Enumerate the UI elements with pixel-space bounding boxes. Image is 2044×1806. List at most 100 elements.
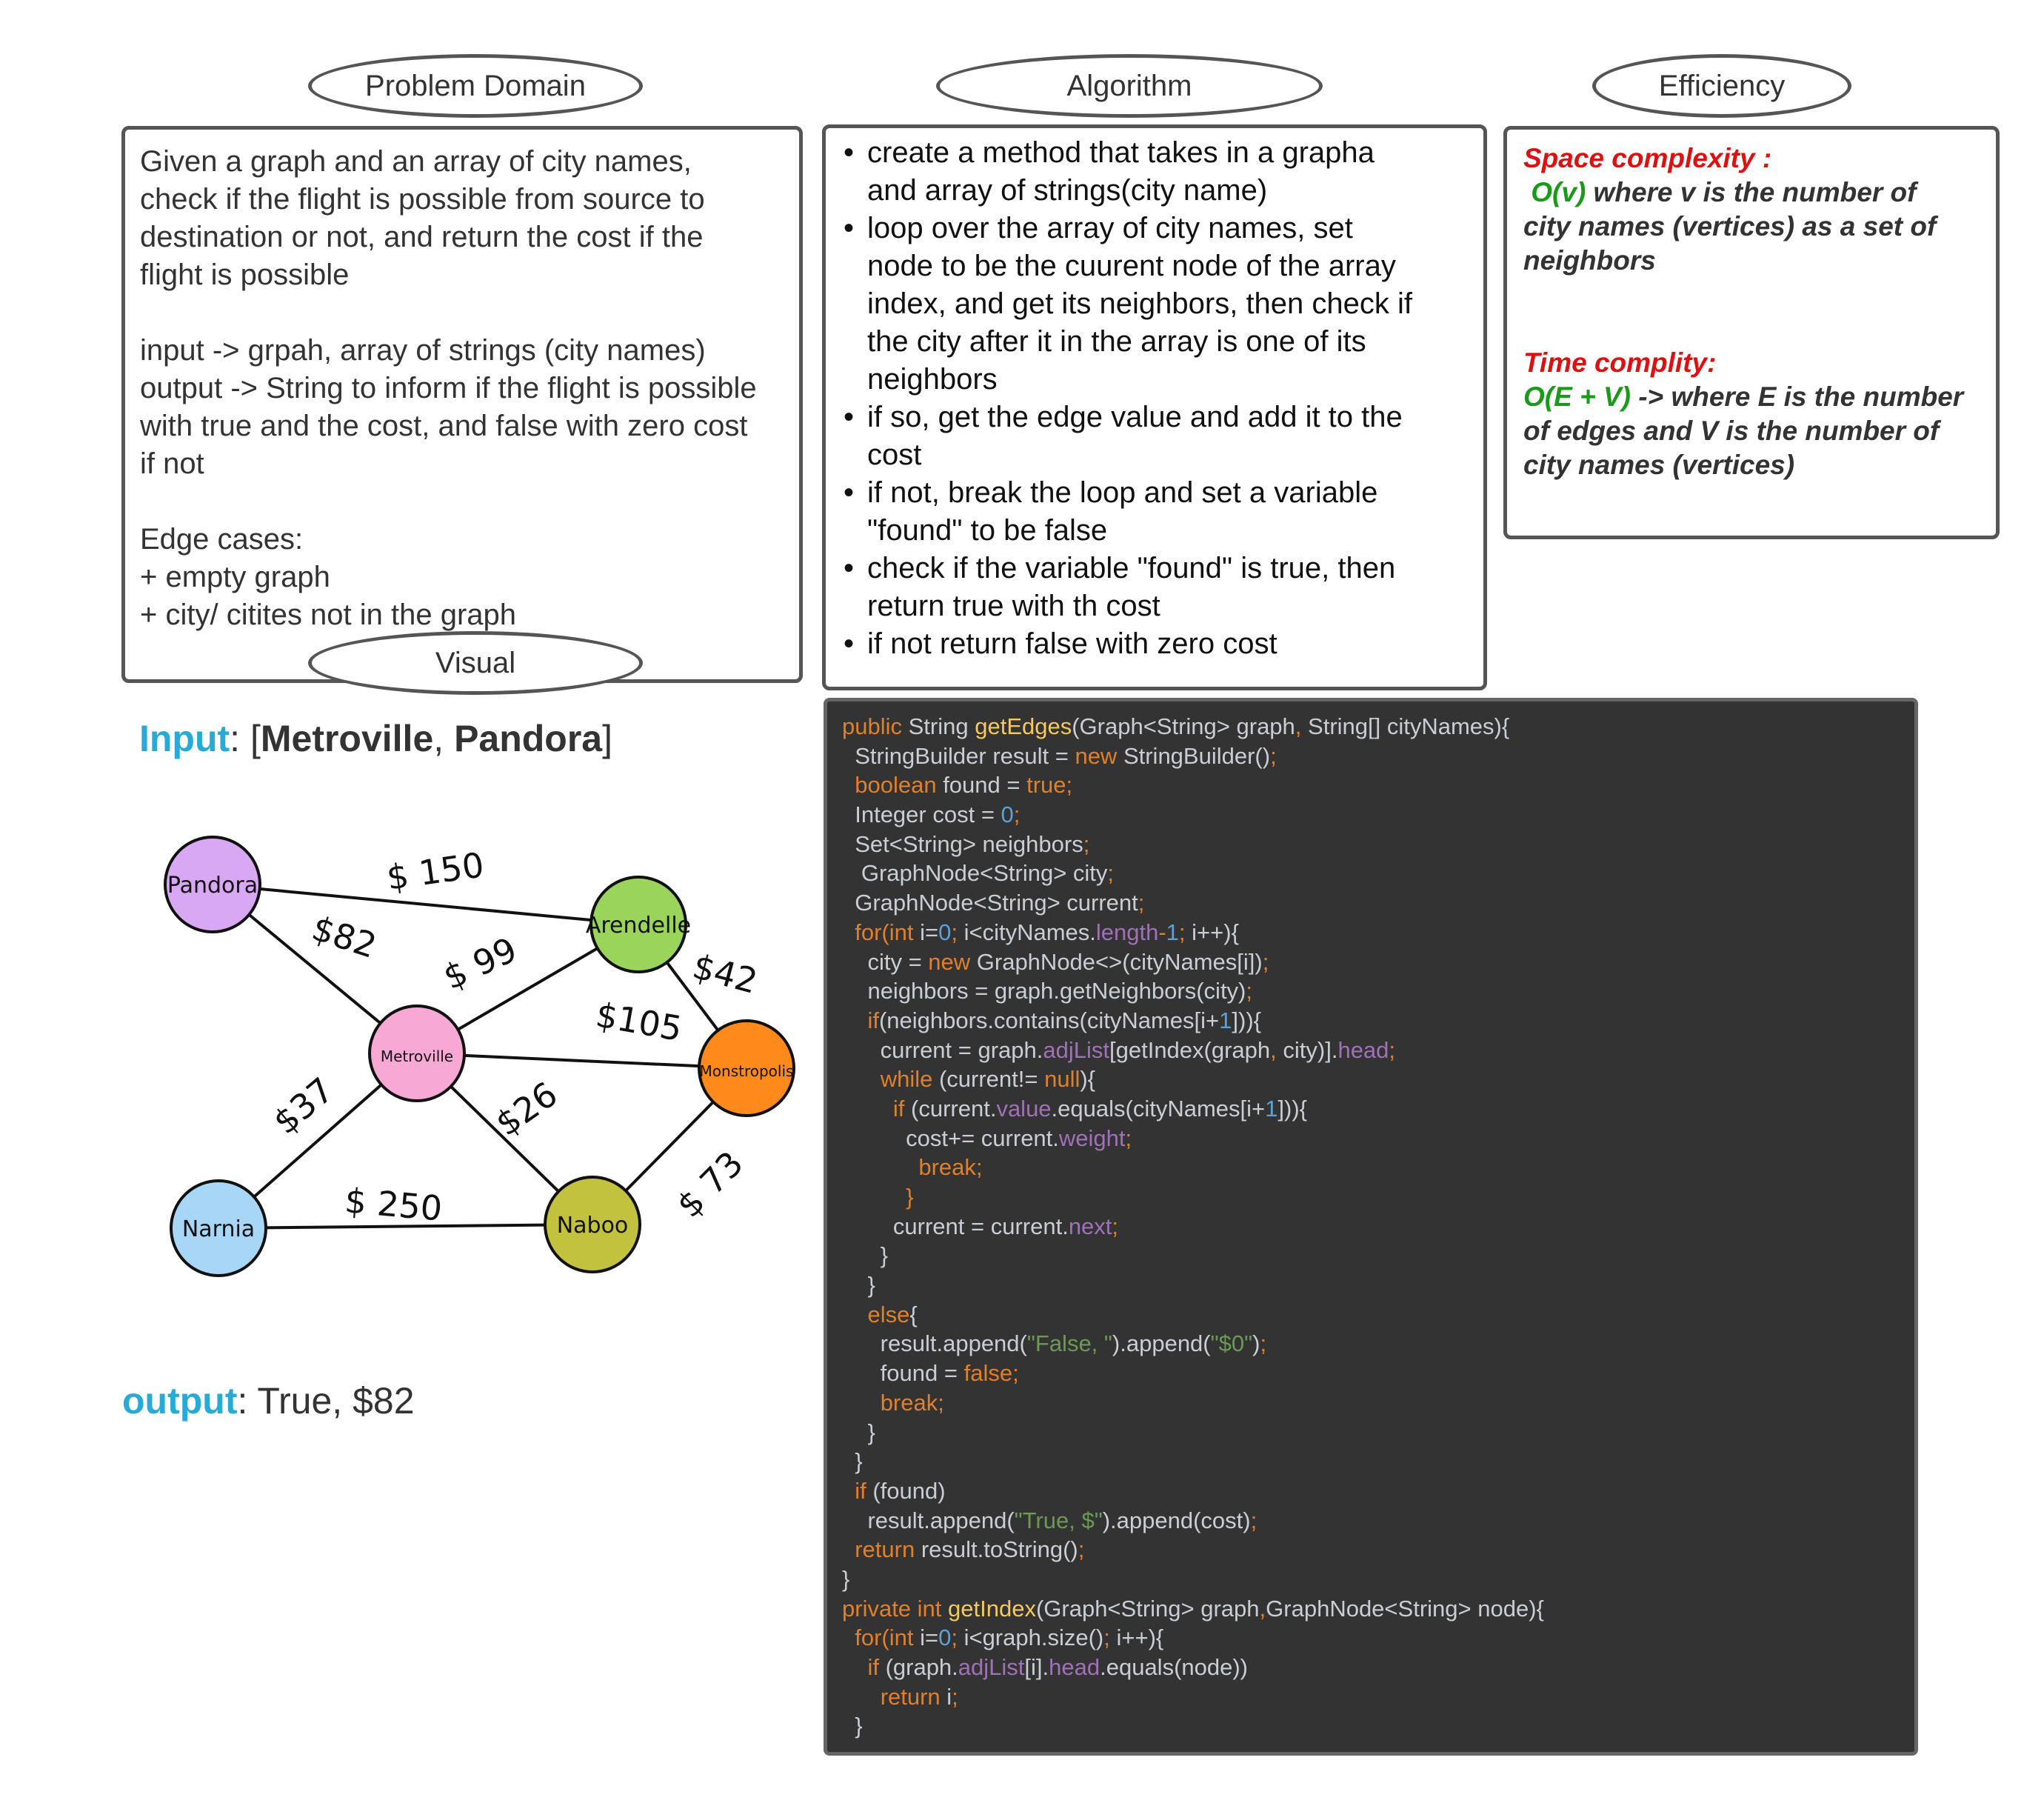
algorithm-step: loop over the array of city names, setno… — [844, 210, 1469, 399]
algorithm-step: check if the variable "found" is true, t… — [844, 550, 1469, 625]
problem-domain-header: Problem Domain — [308, 54, 643, 118]
code-line: result.append("False, ").append("$0"); — [842, 1330, 1267, 1357]
input-line: Input: [Metroville, Pandora] — [139, 717, 612, 760]
node-naboo — [544, 1176, 641, 1273]
code-line: current = current.next; — [842, 1213, 1119, 1239]
input-label: Input — [139, 718, 230, 759]
node-arendelle — [590, 876, 687, 973]
node-metroville — [368, 1004, 466, 1102]
edge-weight-label: $ 150 — [384, 844, 487, 898]
output-label: output — [122, 1380, 238, 1422]
code-line: current = graph.adjList[getIndex(graph, … — [842, 1036, 1396, 1063]
code-line: return i; — [880, 1683, 958, 1710]
code-line: } — [906, 1184, 914, 1210]
edge-weight-label: $105 — [592, 994, 685, 1049]
code-line: result.append("True, $").append(cost); — [842, 1507, 1258, 1533]
edge-pandora-arendelle — [212, 883, 639, 926]
code-line: break; — [918, 1154, 983, 1181]
code-line: } — [842, 1419, 875, 1445]
code-line: return result.toString(); — [855, 1536, 1085, 1563]
efficiency-box: Space complexity : O(v) where v is the n… — [1503, 126, 2000, 539]
space-desc: city names (vertices) as a set of — [1523, 211, 1937, 241]
edge-metroville-monstropolis — [416, 1052, 747, 1070]
pd-line: + city/ citites not in the graph — [140, 599, 517, 631]
code-line: else{ — [867, 1301, 918, 1327]
time-big-o: O(E + V) — [1523, 381, 1631, 412]
pd-line: destination or not, and return the cost … — [140, 221, 704, 253]
code-line: neighbors = graph.getNeighbors(city); — [842, 978, 1253, 1004]
code-line: for(int i=0; i<graph.size(); i++){ — [855, 1625, 1164, 1651]
algorithm-header-label: Algorithm — [1066, 69, 1192, 102]
algorithm-step: if not, break the loop and set a variabl… — [844, 474, 1469, 550]
code-line: public String getEdges(Graph<String> gra… — [842, 713, 1510, 739]
pd-line: output -> String to inform if the flight… — [140, 372, 757, 404]
pd-line: check if the flight is possible from sou… — [140, 183, 705, 216]
node-monstropolis — [698, 1019, 795, 1117]
code-line: if (found) — [855, 1477, 946, 1504]
node-label: Pandora — [167, 873, 258, 899]
algorithm-step: create a method that takes in a graphaan… — [844, 134, 1469, 210]
code-line: } — [842, 1242, 889, 1269]
algorithm-step: if so, get the edge value and add it to … — [844, 399, 1469, 474]
time-desc: -> where E is the number — [1630, 381, 1964, 412]
node-label: Naboo — [557, 1213, 629, 1239]
space-desc: where v is the number of — [1586, 177, 1917, 207]
problem-domain-box: Given a graph and an array of city names… — [121, 126, 803, 683]
code-line: Set<String> neighbors; — [842, 830, 1090, 857]
node-narnia — [170, 1179, 267, 1277]
time-complexity-label: Time complity: — [1523, 347, 1717, 378]
code-line: if (current.value.equals(cityNames[i+1])… — [892, 1095, 1308, 1122]
problem-domain-header-label: Problem Domain — [365, 69, 586, 102]
input-city: Pandora — [454, 718, 603, 759]
edge-weight-label: $42 — [689, 946, 762, 1002]
code-line: private int getIndex(Graph<String> graph… — [842, 1595, 1544, 1622]
edge-weight-label: $82 — [307, 908, 381, 966]
efficiency-header-label: Efficiency — [1658, 69, 1786, 102]
node-pandora — [164, 836, 261, 933]
code-line: if(neighbors.contains(cityNames[i+1])){ — [867, 1007, 1262, 1033]
code-line: GraphNode<String> city; — [842, 860, 1115, 887]
output-value: : True, $82 — [237, 1380, 415, 1422]
edge-weight-label: $ 250 — [343, 1180, 444, 1228]
problem-domain-text: Given a graph and an array of city names… — [125, 130, 799, 647]
algorithm-step: if not return false with zero cost — [844, 625, 1469, 663]
output-line: output: True, $82 — [122, 1379, 415, 1422]
code-line: } — [842, 1565, 850, 1592]
city-graph: $ 150$82$ 99$42$105$37$26$ 250$ 73Pandor… — [164, 836, 795, 1277]
pd-line: flight is possible — [140, 259, 350, 291]
code-line: break; — [880, 1389, 944, 1416]
code-line: if (graph.adjList[i].head.equals(node)) — [867, 1654, 1249, 1680]
time-desc: of edges and V is the number of — [1523, 416, 1940, 446]
input-sep: : [ — [230, 718, 261, 759]
node-label: Narnia — [182, 1216, 255, 1242]
code-line: } — [842, 1448, 863, 1475]
code-line: found = false; — [842, 1360, 1019, 1387]
pd-line: + empty graph — [140, 561, 330, 593]
pd-line: input -> grpah, array of strings (city n… — [140, 334, 706, 367]
pd-line: Given a graph and an array of city names… — [140, 145, 692, 178]
code-line: Integer cost = 0; — [842, 802, 1021, 828]
visual-header-label: Visual — [435, 646, 516, 679]
visual-header: Visual — [308, 631, 643, 695]
edge-narnia-naboo — [218, 1223, 593, 1230]
edge-weight-label: $ 99 — [437, 929, 523, 997]
edge-weight-label: $ 73 — [669, 1143, 751, 1225]
code-line: GraphNode<String> current; — [842, 890, 1145, 916]
code-line: city = new GraphNode<>(cityNames[i]); — [842, 948, 1269, 975]
code-line: } — [842, 1713, 863, 1739]
pd-line: if not — [140, 447, 204, 480]
code-line: boolean found = true; — [855, 772, 1073, 799]
space-desc: neighbors — [1523, 245, 1656, 276]
algorithm-header: Algorithm — [936, 54, 1323, 118]
code-block: public String getEdges(Graph<String> gra… — [824, 698, 1918, 1756]
node-label: Monstropolis — [700, 1062, 794, 1080]
node-label: Arendelle — [586, 913, 691, 939]
algorithm-steps: create a method that takes in a graphaan… — [826, 128, 1483, 663]
code-line: while (current!= null){ — [880, 1066, 1096, 1093]
code-line: } — [842, 1272, 875, 1299]
input-city: Metroville — [260, 718, 434, 759]
algorithm-box: create a method that takes in a graphaan… — [822, 124, 1487, 690]
code-line: for(int i=0; i<cityNames.length-1; i++){ — [855, 919, 1239, 945]
efficiency-header: Efficiency — [1592, 54, 1851, 118]
pd-line: Edge cases: — [140, 523, 304, 556]
